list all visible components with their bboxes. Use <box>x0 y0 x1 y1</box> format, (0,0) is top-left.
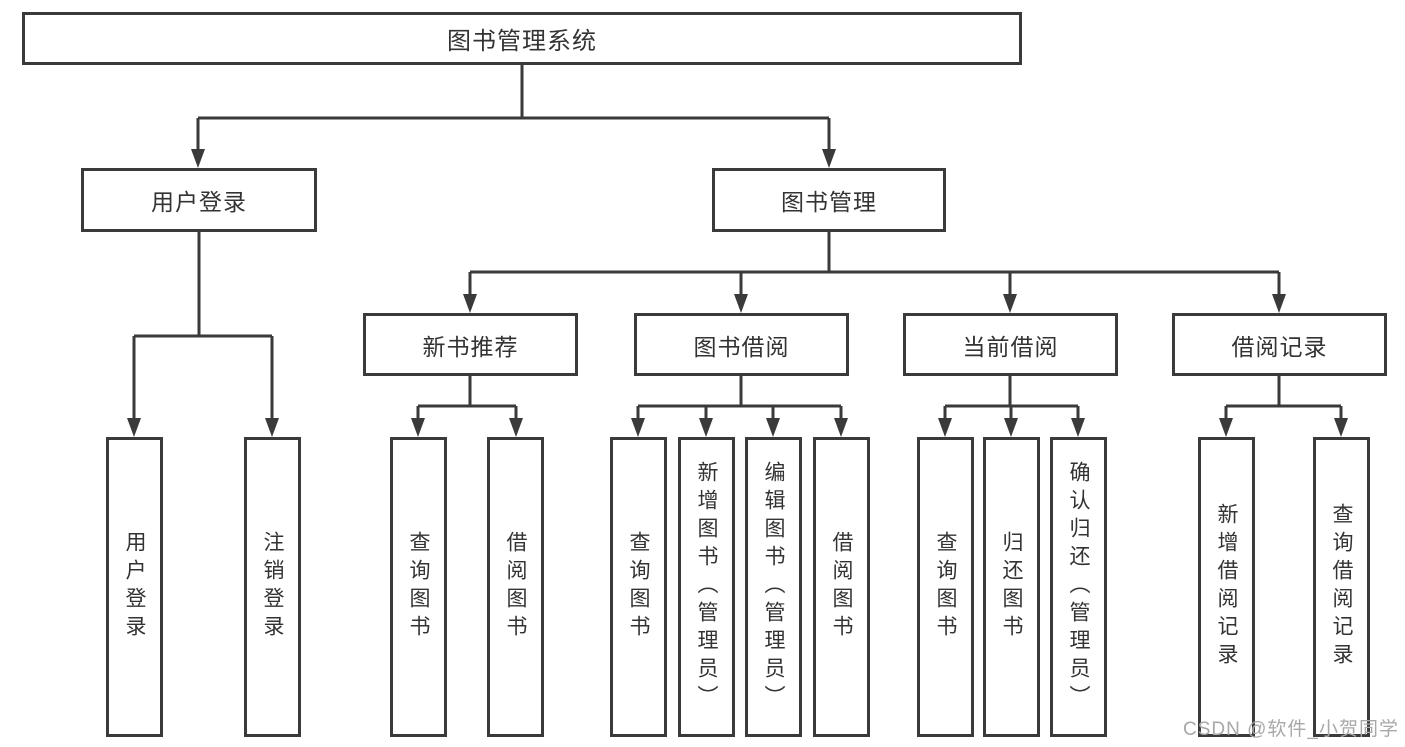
leaf-query-books-current: 查询图书 <box>917 437 974 737</box>
leaf-edit-books-admin: 编辑图书（管理员） <box>745 437 802 737</box>
node-user-login: 用户登录 <box>81 168 317 232</box>
leaf-return-books: 归还图书 <box>983 437 1040 737</box>
leaf-query-borrow-record: 查询借阅记录 <box>1313 437 1370 737</box>
leaf-query-books-borrowing: 查询图书 <box>610 437 667 737</box>
leaf-confirm-return-admin: 确认归还（管理员） <box>1050 437 1107 737</box>
node-library-management-system: 图书管理系统 <box>22 12 1022 65</box>
leaf-add-books-admin: 新增图书（管理员） <box>678 437 735 737</box>
node-book-management: 图书管理 <box>712 168 946 232</box>
node-book-borrowing: 图书借阅 <box>634 313 849 376</box>
leaf-user-login: 用户登录 <box>106 437 163 737</box>
leaf-logout: 注销登录 <box>244 437 301 737</box>
csdn-watermark: CSDN @软件_小贺同学 <box>1183 719 1399 740</box>
leaf-borrow-books-borrowing: 借阅图书 <box>813 437 870 737</box>
node-borrowing-records: 借阅记录 <box>1172 313 1387 376</box>
leaf-borrow-books-recommend: 借阅图书 <box>487 437 544 737</box>
leaf-add-borrow-record: 新增借阅记录 <box>1198 437 1255 737</box>
leaf-query-books-recommend: 查询图书 <box>390 437 447 737</box>
node-new-book-recommendation: 新书推荐 <box>363 313 578 376</box>
node-current-borrowing: 当前借阅 <box>903 313 1118 376</box>
